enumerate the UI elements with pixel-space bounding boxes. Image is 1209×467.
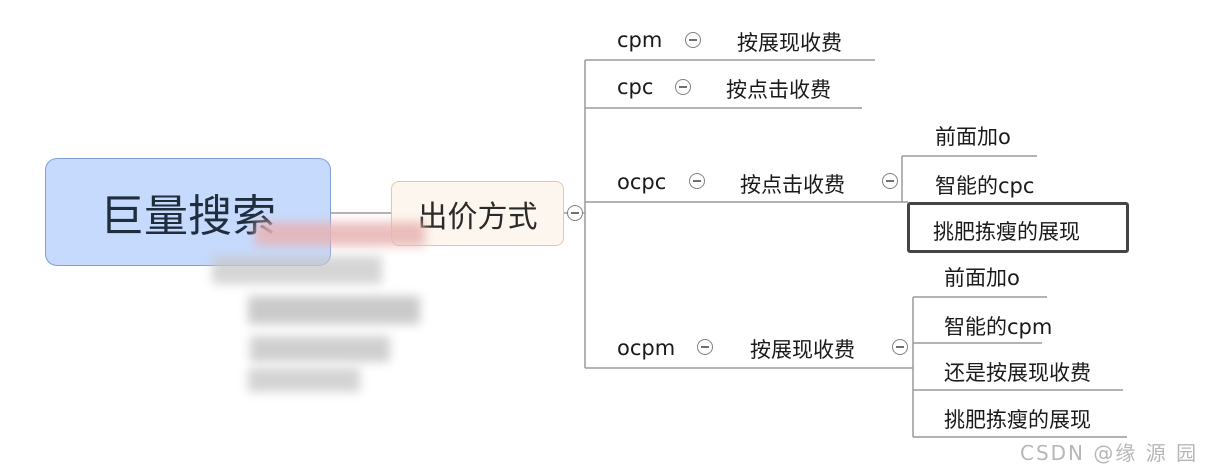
collapse-icon[interactable] <box>892 339 908 355</box>
topic-ocpm-desc[interactable]: 按展现收费 <box>750 338 855 362</box>
topic-ocpm-child[interactable]: 挑肥拣瘦的展现 <box>944 408 1091 432</box>
topic-ocpc-desc[interactable]: 按点击收费 <box>740 173 845 197</box>
topic-cpc[interactable]: cpc <box>617 75 654 99</box>
topic-ocpm[interactable]: ocpm <box>617 336 676 360</box>
topic-ocpm-child[interactable]: 前面加o <box>944 266 1020 290</box>
topic-ocpc[interactable]: ocpc <box>617 170 667 194</box>
watermark-text: CSDN @缘 源 园 <box>1020 441 1199 465</box>
collapse-icon[interactable] <box>567 205 583 221</box>
selected-topic-outline <box>907 202 1129 253</box>
topic-ocpc-child[interactable]: 前面加o <box>935 125 1011 149</box>
collapse-icon[interactable] <box>697 339 713 355</box>
topic-ocpm-child[interactable]: 还是按展现收费 <box>944 361 1091 385</box>
topic-ocpm-child[interactable]: 智能的cpm <box>944 315 1053 339</box>
collapse-icon[interactable] <box>689 173 705 189</box>
branch-topic-bidding[interactable]: 出价方式 <box>391 181 564 246</box>
collapse-icon[interactable] <box>675 79 691 95</box>
topic-ocpc-child[interactable]: 挑肥拣瘦的展现 <box>933 220 1080 244</box>
root-topic[interactable]: 巨量搜索 <box>45 158 331 266</box>
topic-cpc-desc[interactable]: 按点击收费 <box>726 78 831 102</box>
branch-topic-label: 出价方式 <box>417 199 538 235</box>
topic-ocpc-child[interactable]: 智能的cpc <box>935 174 1035 198</box>
collapse-icon[interactable] <box>685 32 701 48</box>
root-topic-label: 巨量搜索 <box>100 191 276 242</box>
topic-cpm-desc[interactable]: 按展现收费 <box>737 31 842 55</box>
collapse-icon[interactable] <box>882 173 898 189</box>
topic-cpm[interactable]: cpm <box>617 28 663 52</box>
